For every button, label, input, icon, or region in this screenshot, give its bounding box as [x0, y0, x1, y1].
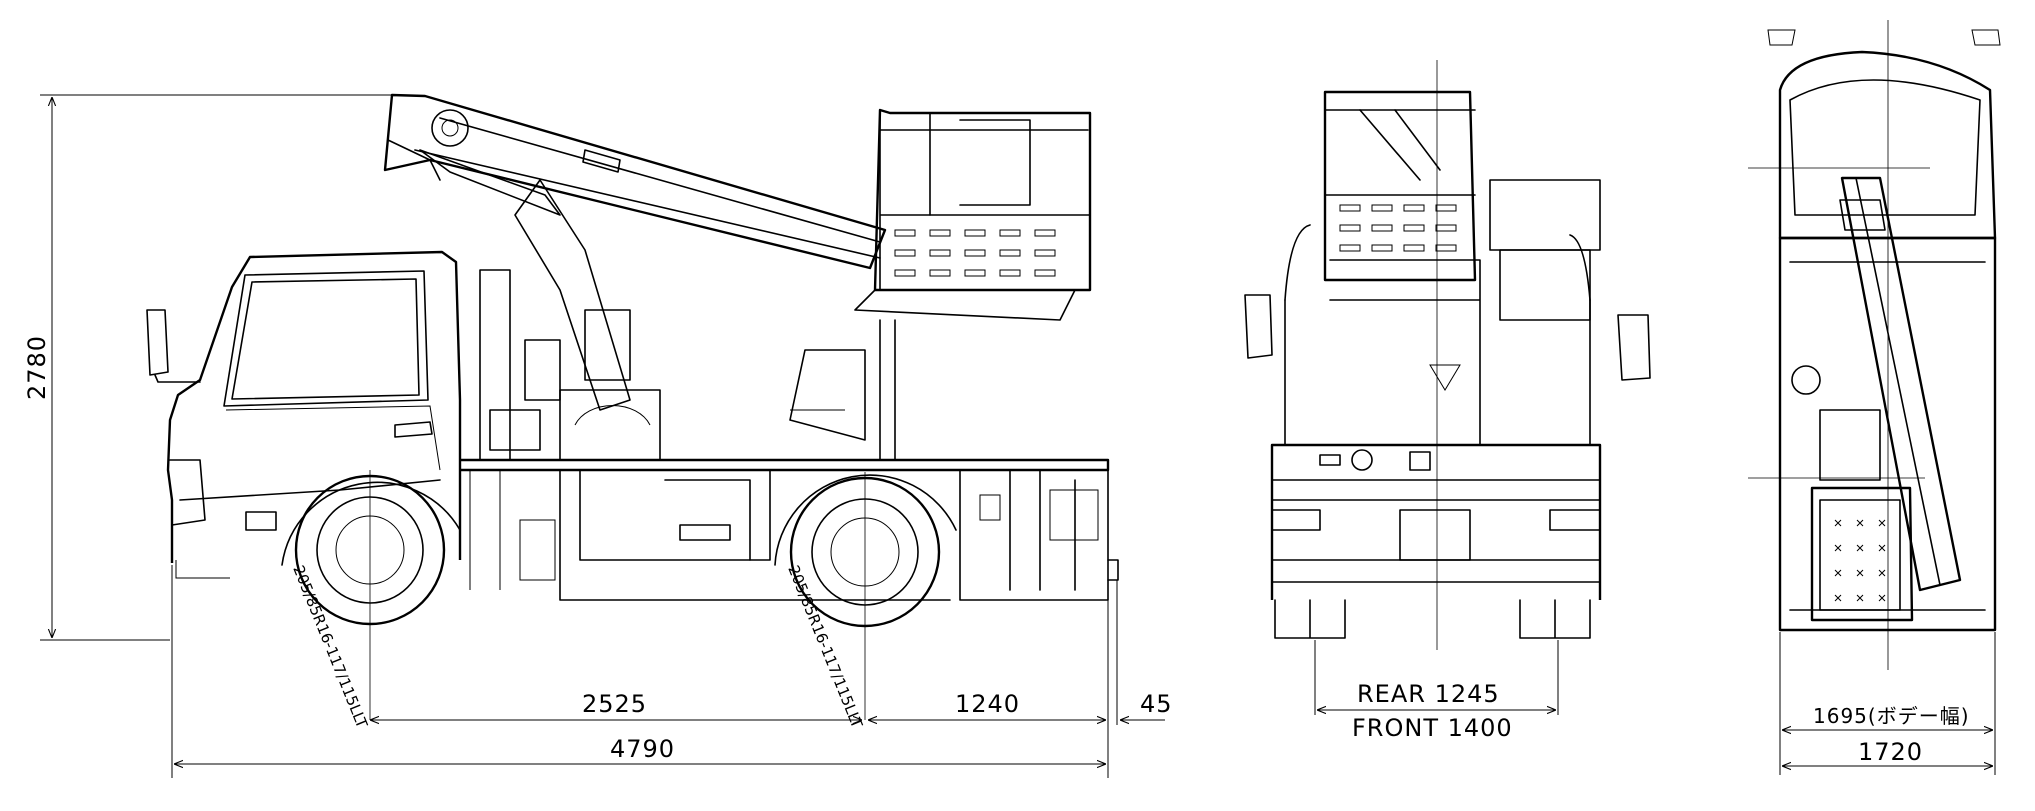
wheelbase-label: 2525	[582, 690, 647, 718]
body-width-label: 1695(ボデー幅)	[1813, 704, 1970, 728]
side-mirror	[146, 309, 201, 383]
dimension-length-row: 2525 1240 45 4790	[171, 565, 1173, 778]
overall-length-label: 4790	[610, 735, 675, 763]
rear-body	[1270, 224, 1602, 600]
rear-tires	[1274, 599, 1591, 639]
side-view: 205/85R16-117/115LLT 205/85R16-117/115LL…	[146, 93, 1119, 732]
rear-view	[1244, 60, 1651, 650]
turret	[479, 179, 661, 461]
rear-tread-label: REAR 1245	[1357, 680, 1500, 708]
top-boom	[1839, 176, 1962, 592]
dimension-overall-height: 2780	[23, 94, 400, 641]
cab	[166, 250, 462, 579]
top-bucket	[1810, 486, 1914, 622]
top-cab	[1767, 29, 2001, 240]
front-tread-label: FRONT 1400	[1352, 714, 1513, 742]
boom	[383, 93, 887, 270]
chassis	[460, 458, 1119, 601]
rear-view-bucket	[1323, 90, 1601, 321]
bucket	[789, 108, 1092, 461]
top-view	[1748, 20, 2001, 670]
hitch-offset-label: 45	[1140, 690, 1173, 718]
rear-overhang-label: 1240	[955, 690, 1020, 718]
dimension-width: 1695(ボデー幅) 1720	[1779, 632, 1996, 775]
overall-height-label: 2780	[23, 335, 51, 400]
front-tire-label: 205/85R16-117/115LLT	[289, 563, 371, 732]
dimension-tread: REAR 1245 FRONT 1400	[1314, 640, 1559, 742]
overall-width-label: 1720	[1858, 738, 1923, 766]
rear-view-mirrors	[1244, 294, 1651, 381]
